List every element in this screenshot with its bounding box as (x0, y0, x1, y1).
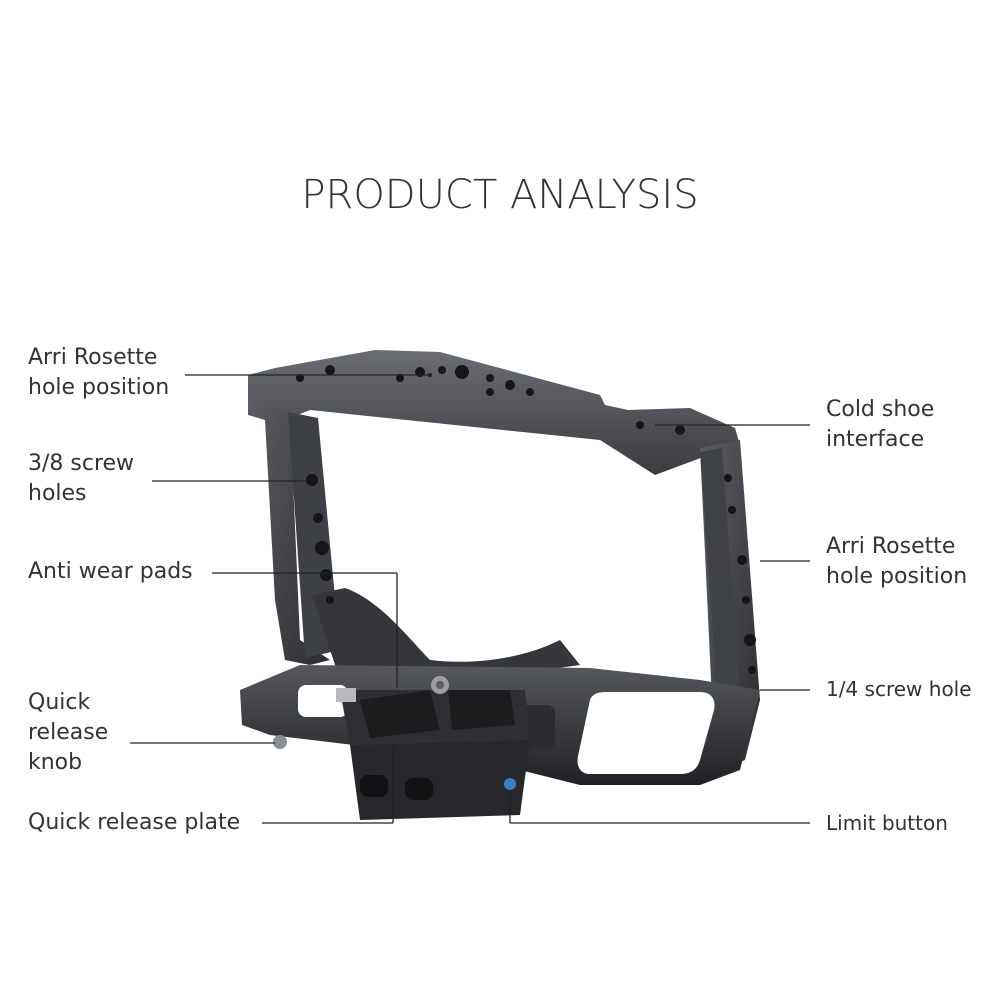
left-upright (248, 400, 330, 665)
curved-plate (312, 588, 580, 680)
leader-dot-arri-rosette-top (428, 373, 432, 377)
label-screw-holes-38: 3/8 screw holes (28, 451, 135, 506)
label-arri-rosette-top: Arri Rosette hole position (28, 345, 170, 400)
cage-frame (240, 350, 760, 820)
label-quick-release-plate: Quick release plate (28, 810, 241, 835)
label-quick-release-knob: Quick release knob (28, 690, 109, 775)
leader-lines (130, 373, 810, 824)
page-title: PRODUCT ANALYSIS (301, 172, 699, 218)
label-cold-shoe: Cold shoe interface (826, 397, 935, 452)
label-screw-hole-14: 1/4 screw hole (826, 677, 972, 701)
label-limit-button: Limit button (826, 811, 948, 835)
label-anti-wear-pads: Anti wear pads (28, 559, 193, 584)
top-plate (248, 350, 740, 475)
label-arri-rosette-side: Arri Rosette hole position (826, 534, 968, 589)
